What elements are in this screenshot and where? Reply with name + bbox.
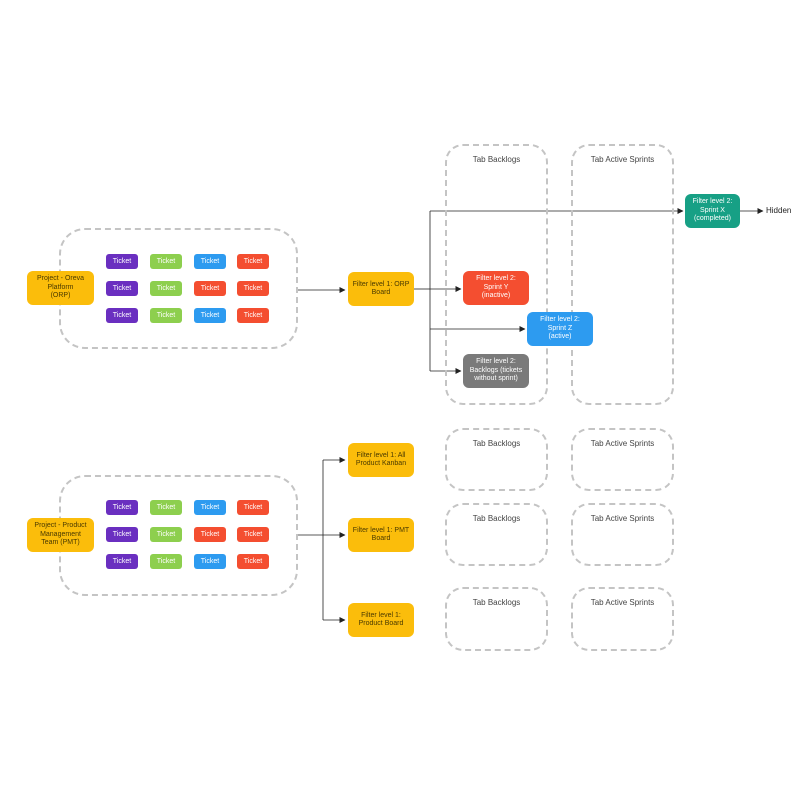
column-title: Tab Active Sprints bbox=[590, 155, 655, 164]
bottom-active-sprints-column-2: Tab Active Sprints bbox=[571, 503, 674, 566]
ticket-card[interactable]: Ticket bbox=[194, 527, 226, 542]
ticket-card[interactable]: Ticket bbox=[106, 527, 138, 542]
ticket-card[interactable]: Ticket bbox=[150, 308, 182, 323]
top-active-sprints-column: Tab Active Sprints bbox=[571, 144, 674, 405]
ticket-card[interactable]: Ticket bbox=[237, 308, 269, 323]
ticket-card[interactable]: Ticket bbox=[150, 500, 182, 515]
column-title: Tab Backlogs bbox=[472, 439, 521, 448]
sprint-z-node[interactable]: Filter level 2: Sprint Z (active) bbox=[527, 312, 593, 346]
ticket-card[interactable]: Ticket bbox=[106, 254, 138, 269]
ticket-card[interactable]: Ticket bbox=[237, 500, 269, 515]
backlogs-node[interactable]: Filter level 2: Backlogs (tickets withou… bbox=[463, 354, 529, 388]
ticket-card[interactable]: Ticket bbox=[150, 527, 182, 542]
ticket-card[interactable]: Ticket bbox=[237, 554, 269, 569]
ticket-card[interactable]: Ticket bbox=[237, 281, 269, 296]
ticket-card[interactable]: Ticket bbox=[194, 281, 226, 296]
sprint-x-node[interactable]: Filter level 2: Sprint X (completed) bbox=[685, 194, 740, 228]
top-backlogs-column: Tab Backlogs bbox=[445, 144, 548, 405]
ticket-card[interactable]: Ticket bbox=[194, 554, 226, 569]
ticket-card[interactable]: Ticket bbox=[106, 281, 138, 296]
column-title: Tab Backlogs bbox=[472, 514, 521, 523]
ticket-card[interactable]: Ticket bbox=[194, 308, 226, 323]
ticket-card[interactable]: Ticket bbox=[106, 500, 138, 515]
column-title: Tab Active Sprints bbox=[590, 439, 655, 448]
column-title: Tab Active Sprints bbox=[590, 514, 655, 523]
column-title: Tab Active Sprints bbox=[590, 598, 655, 607]
bottom-backlogs-column-1: Tab Backlogs bbox=[445, 428, 548, 491]
ticket-card[interactable]: Ticket bbox=[106, 308, 138, 323]
column-title: Tab Backlogs bbox=[472, 155, 521, 164]
product-board-node[interactable]: Filter level 1: Product Board bbox=[348, 603, 414, 637]
column-title: Tab Backlogs bbox=[472, 598, 521, 607]
ticket-card[interactable]: Ticket bbox=[194, 500, 226, 515]
ticket-card[interactable]: Ticket bbox=[150, 254, 182, 269]
project-orp-node[interactable]: Project - Oreva Platform (ORP) bbox=[27, 271, 94, 305]
all-product-kanban-node[interactable]: Filter level 1: All Product Kanban bbox=[348, 443, 414, 477]
sprint-y-node[interactable]: Filter level 2: Sprint Y (inactive) bbox=[463, 271, 529, 305]
ticket-card[interactable]: Ticket bbox=[194, 254, 226, 269]
bottom-active-sprints-column-1: Tab Active Sprints bbox=[571, 428, 674, 491]
ticket-card[interactable]: Ticket bbox=[237, 254, 269, 269]
bottom-backlogs-column-3: Tab Backlogs bbox=[445, 587, 548, 651]
hidden-label: Hidden bbox=[766, 206, 792, 215]
ticket-card[interactable]: Ticket bbox=[150, 554, 182, 569]
bottom-backlogs-column-2: Tab Backlogs bbox=[445, 503, 548, 566]
ticket-card[interactable]: Ticket bbox=[106, 554, 138, 569]
ticket-card[interactable]: Ticket bbox=[237, 527, 269, 542]
orp-board-node[interactable]: Filter level 1: ORP Board bbox=[348, 272, 414, 306]
pmt-board-node[interactable]: Filter level 1: PMT Board bbox=[348, 518, 414, 552]
bottom-active-sprints-column-3: Tab Active Sprints bbox=[571, 587, 674, 651]
ticket-card[interactable]: Ticket bbox=[150, 281, 182, 296]
project-pmt-node[interactable]: Project - Product Management Team (PMT) bbox=[27, 518, 94, 552]
